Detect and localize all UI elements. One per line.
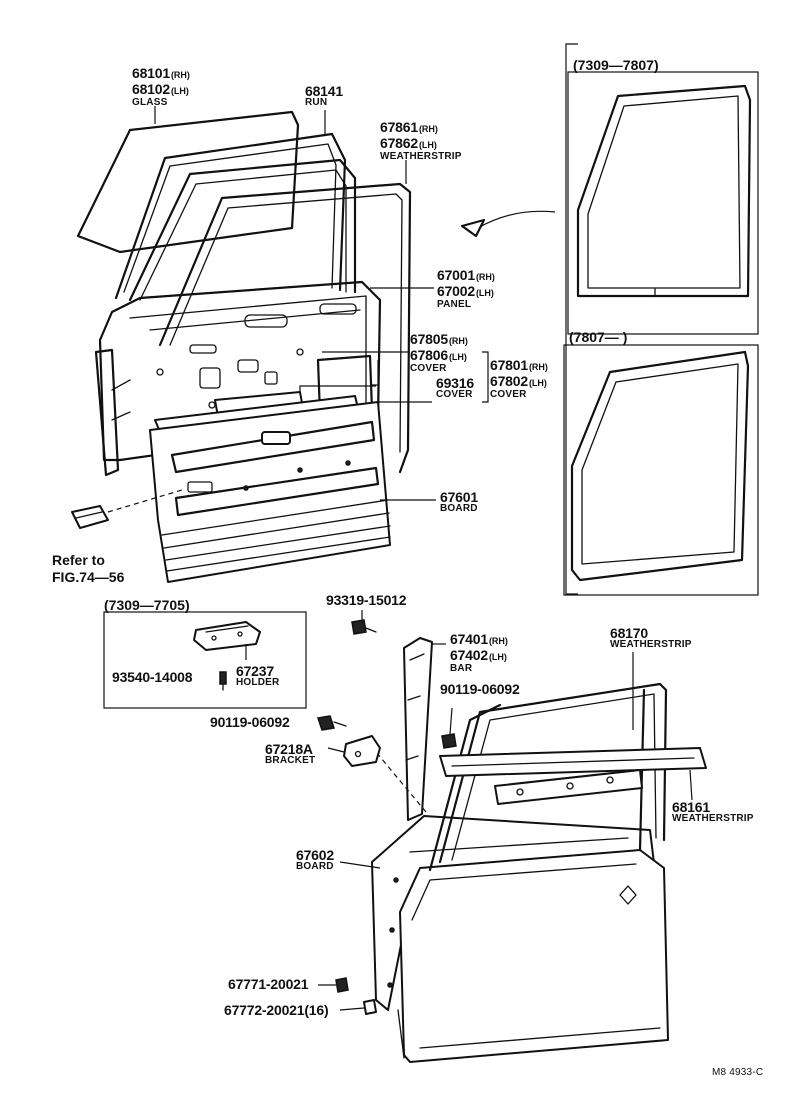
glass-sfx-lh: (LH): [170, 86, 189, 96]
refer-line2: FIG.74—56: [52, 569, 125, 585]
bar-pn-lh: 67402: [450, 647, 488, 663]
cover-a-label: 67805(RH) 67806(LH) COVER: [410, 332, 468, 374]
refer-label: Refer to FIG.74—56: [52, 553, 124, 584]
trim-board-67601-part: [149, 395, 391, 583]
run-label: 68141 RUN: [305, 84, 343, 108]
footer-code: M8 4933-C: [712, 1067, 764, 1078]
bolt-90119-left-part: [317, 715, 347, 731]
bar-sfx-lh: (LH): [488, 652, 507, 662]
bolt-90119-right-part: [441, 707, 457, 749]
panel-pn-rh: 67001: [437, 267, 475, 283]
belt-weatherstrip-68161-part: [439, 747, 707, 805]
cover-a-pn-lh: 67806: [410, 347, 448, 363]
bar-67401-part: [375, 637, 446, 821]
holder-box: [103, 611, 307, 709]
board-lower-pn: 67602: [296, 847, 334, 863]
panel-pn-lh: 67002: [437, 283, 475, 299]
panel-sfx-lh: (LH): [475, 288, 494, 298]
weatherstrip-sfx-lh: (LH): [418, 140, 437, 150]
panel-label: 67001(RH) 67002(LH) PANEL: [437, 268, 495, 310]
glass-pn-rh: 68101: [132, 65, 170, 81]
cover-a-sfx-rh: (RH): [448, 336, 468, 346]
panel-name: PANEL: [437, 299, 472, 310]
weatherstrip-pn-rh: 67861: [380, 119, 418, 135]
weatherstrip-68170-label: 68170 WEATHERSTRIP: [610, 626, 692, 650]
bracket-label: 67218A BRACKET: [265, 742, 315, 766]
variant-frame-7309-7807: [460, 71, 759, 335]
screw-93319-part: [351, 610, 377, 635]
cover-a-sfx-lh: (LH): [448, 352, 467, 362]
cover-c-sfx-lh: (LH): [528, 378, 547, 388]
lower-leader-lines: [318, 861, 381, 1015]
cover-c-pn-rh: 67801: [490, 357, 528, 373]
glass-name: GLASS: [132, 97, 168, 108]
weatherstrip-68161-name: WEATHERSTRIP: [672, 813, 754, 824]
holder-label: 67237 HOLDER: [236, 664, 279, 688]
upper-leader-lines: [154, 106, 489, 501]
glass-part: [76, 110, 300, 254]
board-upper-label: 67601 BOARD: [440, 490, 478, 514]
bar-name: BAR: [450, 663, 473, 674]
bracket-pn: 67218A: [265, 741, 313, 757]
handle-escutcheon-part: [71, 489, 183, 529]
bar-label: 67401(RH) 67402(LH) BAR: [450, 632, 508, 674]
board-upper-name: BOARD: [440, 503, 478, 514]
weatherstrip-68170-pn: 68170: [610, 625, 648, 641]
cover-b-pn: 69316: [436, 375, 474, 391]
variant-bottom-label: (7807— ): [569, 329, 628, 345]
board-lower-name: BOARD: [296, 861, 334, 872]
weatherstrip-68161-pn: 68161: [672, 799, 710, 815]
holder-screw-pn: 93540-14008: [112, 669, 193, 685]
holder-pn: 67237: [236, 663, 274, 679]
weatherstrip-upper-label: 67861(RH) 67862(LH) WEATHERSTRIP: [380, 120, 462, 162]
weatherstrip-68170-name: WEATHERSTRIP: [610, 639, 692, 650]
refer-line1: Refer to: [52, 552, 105, 568]
inner-door-panel-part: [94, 280, 382, 477]
glass-label: 68101(RH) 68102(LH) GLASS: [132, 66, 190, 108]
outer-door-shell-part: [371, 815, 669, 1063]
run-name: RUN: [305, 97, 328, 108]
board-upper-pn: 67601: [440, 489, 478, 505]
bar-pn-rh: 67401: [450, 631, 488, 647]
variant-frame-7807: [563, 344, 759, 596]
door-frame-weatherstrip-part: [128, 158, 412, 474]
bar-sfx-rh: (RH): [488, 636, 508, 646]
holder-date-label: (7309—7705): [104, 597, 190, 613]
weatherstrip-name: WEATHERSTRIP: [380, 151, 462, 162]
glass-sfx-rh: (RH): [170, 70, 190, 80]
cover-b-name: COVER: [436, 389, 473, 400]
cover-b-label: 69316 COVER: [436, 376, 474, 400]
bolt-left-pn: 90119-06092: [210, 714, 290, 730]
cover-a-pn-rh: 67805: [410, 331, 448, 347]
glass-pn-lh: 68102: [132, 81, 170, 97]
screw-top-pn: 93319-15012: [326, 592, 407, 608]
run-pn: 68141: [305, 83, 343, 99]
weatherstrip-pn-lh: 67862: [380, 135, 418, 151]
weatherstrip-sfx-rh: (RH): [418, 124, 438, 134]
bolt-right-pn: 90119-06092: [440, 681, 520, 697]
panel-sfx-rh: (RH): [475, 272, 495, 282]
bracket-67218A-part: [327, 735, 381, 767]
board-lower-label: 67602 BOARD: [296, 848, 334, 872]
cover-c-name: COVER: [490, 389, 527, 400]
cover-c-label: 67801(RH) 67802(LH) COVER: [490, 358, 548, 400]
holder-name: HOLDER: [236, 677, 280, 688]
variant-top-label: (7309—7807): [573, 57, 659, 73]
bracket-name: BRACKET: [265, 755, 316, 766]
cover-c-pn-lh: 67802: [490, 373, 528, 389]
run-part: [114, 132, 347, 300]
clip-2-pn: 67772-20021(16): [224, 1002, 329, 1018]
cover-a-name: COVER: [410, 363, 447, 374]
cover-c-sfx-rh: (RH): [528, 362, 548, 372]
variant-bracket-top: [565, 43, 578, 595]
weatherstrip-68161-label: 68161 WEATHERSTRIP: [672, 800, 754, 824]
clip-1-pn: 67771-20021: [228, 976, 309, 992]
